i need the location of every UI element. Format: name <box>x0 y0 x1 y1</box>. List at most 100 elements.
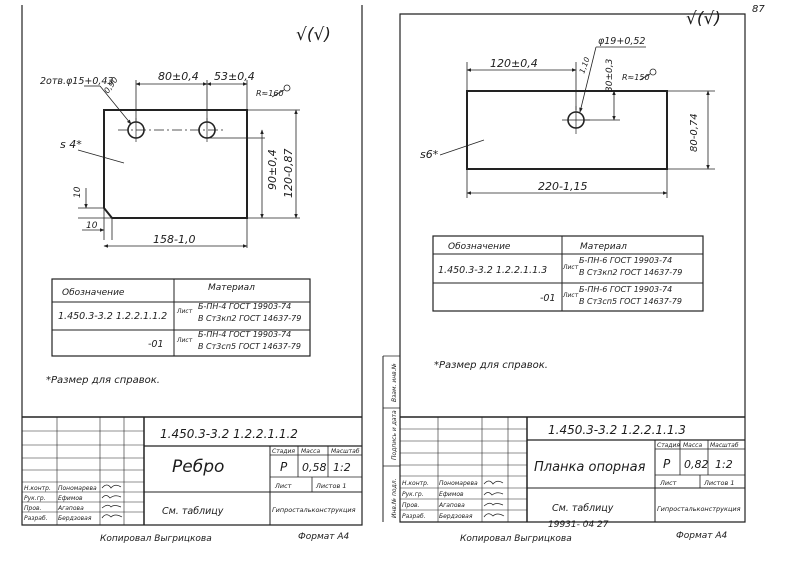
spec-header-material: Материал <box>580 242 627 252</box>
spec-row-2-designation: -01 <box>148 339 164 350</box>
spec-row-1-sheet: Лист <box>562 264 579 271</box>
plate-outline <box>103 109 248 219</box>
dim-120: 120±0,4 <box>490 57 538 70</box>
header-stage: Стадия <box>657 442 680 449</box>
spec-row-1-material-1: Б-ПН-4 ГОСТ 19903-74 <box>198 302 291 311</box>
reference-note: *Размер для справок. <box>434 360 548 371</box>
plate-outline <box>466 90 668 170</box>
staff-role-2: Рук.гр. <box>24 495 46 502</box>
spec-table: Обозначение Материал 1.450.3-3.2 1.2.2.1… <box>432 235 704 312</box>
staff-role-2: Рук.гр. <box>402 491 424 498</box>
spec-row-2-sheet: Лист <box>562 292 579 299</box>
dim-90: 90±0,4 <box>266 149 279 190</box>
dim-80: 80-0,74 <box>689 113 700 152</box>
spec-row-2-designation: -01 <box>540 293 556 304</box>
spec-header-designation: Обозначение <box>448 242 511 252</box>
sheets-count: Листов 1 <box>703 479 734 487</box>
scale-value: 1:2 <box>715 458 733 471</box>
title-block: 1.450.3-3.2 1.2.2.1.1.2 Ребро Стадия Мас… <box>22 416 362 525</box>
thickness-label: s 4* <box>60 138 82 151</box>
reference-note: *Размер для справок. <box>46 375 160 386</box>
title-part-name: Ребро <box>172 457 224 477</box>
material-ref: См. таблицу <box>552 503 614 514</box>
side-stamp-2: Подпись и дата <box>391 410 398 460</box>
radius-label: R≈160 <box>256 89 284 98</box>
header-mass: Масса <box>301 448 320 455</box>
header-mass: Масса <box>683 442 702 449</box>
stage-value: Р <box>280 460 288 474</box>
dim-53: 53±0,4 <box>214 70 255 83</box>
side-stamp-1: Инв.№ подл. <box>391 478 398 518</box>
scale-value: 1:2 <box>333 461 351 474</box>
dim-10-vertical: 10 <box>73 186 83 198</box>
dim-80: 80±0,4 <box>158 70 199 83</box>
footer-copied-by: Копировал Выгрицкова <box>100 534 212 544</box>
staff-name-2: Ефимов <box>439 491 464 498</box>
header-scale: Масштаб <box>710 442 739 449</box>
spec-row-2-material-2: В Ст3сп5 ГОСТ 14637-79 <box>579 297 682 306</box>
title-block: 1.450.3-3.2 1.2.2.1.1.3 Планка опорная С… <box>400 416 745 522</box>
staff-name-4: Бердзовая <box>439 513 473 520</box>
title-code: 1.450.3-3.2 1.2.2.1.1.3 <box>548 423 686 437</box>
spec-row-1-material-1: Б-ПН-6 ГОСТ 19903-74 <box>579 256 672 265</box>
staff-name-2: Ефимов <box>58 495 83 502</box>
organization: Гипростальконструкция <box>657 505 741 513</box>
roughness-mark: √(√) <box>686 9 721 29</box>
header-stage: Стадия <box>272 448 295 455</box>
title-code: 1.450.3-3.2 1.2.2.1.1.2 <box>160 427 298 441</box>
footer-format: Формат А4 <box>298 532 350 542</box>
staff-name-4: Бердзовая <box>58 515 92 522</box>
hole-label: φ19+0,52 <box>598 36 645 47</box>
staff-role-3: Пров. <box>24 505 42 512</box>
left-sheet: √(√) 80±0,4 53±0,4 2отв.φ15+0,43 0,90 R≈… <box>21 5 363 544</box>
side-stamp-3: Взам. инв.№ <box>391 363 398 402</box>
footer-format: Формат А4 <box>676 531 728 541</box>
spec-header-material: Материал <box>208 283 255 293</box>
spec-header-designation: Обозначение <box>62 288 125 298</box>
material-ref: См. таблицу <box>162 506 224 517</box>
title-part-name: Планка опорная <box>534 460 646 475</box>
footer-copied-by: Копировал Выгрицкова <box>460 534 572 544</box>
header-scale: Масштаб <box>331 448 360 455</box>
staff-name-1: Пономарева <box>58 485 97 492</box>
staff-role-4: Разраб. <box>24 515 48 522</box>
roughness-mark: √(√) <box>296 25 331 45</box>
staff-role-1: Н.контр. <box>402 480 429 487</box>
date-stamp: 19931- 04 27 <box>548 520 609 530</box>
right-sheet: Инв.№ подл. Подпись и дата Взам. инв.№ √… <box>382 9 746 544</box>
spec-row-2-material-1: Б-ПН-4 ГОСТ 19903-74 <box>198 330 291 339</box>
spec-row-2-material-1: Б-ПН-6 ГОСТ 19903-74 <box>579 285 672 294</box>
mass-value: 0,82 <box>684 458 709 471</box>
organization: Гипростальконструкция <box>272 506 356 514</box>
part-drawing-planka: 120±0,4 φ19+0,52 1,10 30±0,3 R≈150 80-0,… <box>420 36 715 198</box>
staff-name-1: Пономарева <box>439 480 478 487</box>
mass-value: 0,58 <box>302 461 327 474</box>
spec-row-1-designation: 1.450.3-3.2 1.2.2.1.1.3 <box>438 265 547 276</box>
sheet-label: Лист <box>659 479 677 487</box>
spec-row-2-sheet: Лист <box>176 337 193 344</box>
staff-role-1: Н.контр. <box>24 485 51 492</box>
dim-10-horizontal: 10 <box>86 221 98 231</box>
staff-name-3: Агапова <box>57 505 84 512</box>
staff-name-3: Агапова <box>438 502 465 509</box>
thickness-label: s6* <box>420 148 439 161</box>
dim-158: 158-1,0 <box>153 233 195 246</box>
spec-row-1-material-2: В Ст3кп2 ГОСТ 14637-79 <box>198 314 301 323</box>
radius-label: R≈150 <box>622 73 650 82</box>
spec-row-2-material-2: В Ст3сп5 ГОСТ 14637-79 <box>198 342 301 351</box>
sheets-count: Листов 1 <box>315 482 346 490</box>
dim-220: 220-1,15 <box>538 180 587 193</box>
spec-row-1-designation: 1.450.3-3.2 1.2.2.1.1.2 <box>58 311 167 322</box>
spec-table: Обозначение Материал 1.450.3-3.2 1.2.2.1… <box>51 278 311 357</box>
staff-role-3: Пров. <box>402 502 420 509</box>
dim-30: 30±0,3 <box>605 58 615 92</box>
staff-role-4: Разраб. <box>402 513 426 520</box>
part-drawing-rebro: 80±0,4 53±0,4 2отв.φ15+0,43 0,90 R≈160 s… <box>40 70 300 248</box>
dim-120: 120-0,87 <box>282 149 295 198</box>
spec-row-1-material-2: В Ст3кп2 ГОСТ 14637-79 <box>579 268 682 277</box>
spec-row-1-sheet: Лист <box>176 308 193 315</box>
holes-label: 2отв.φ15+0,43 <box>40 76 113 87</box>
page-corner-number: 87 <box>752 4 765 15</box>
stage-value: Р <box>663 457 671 471</box>
